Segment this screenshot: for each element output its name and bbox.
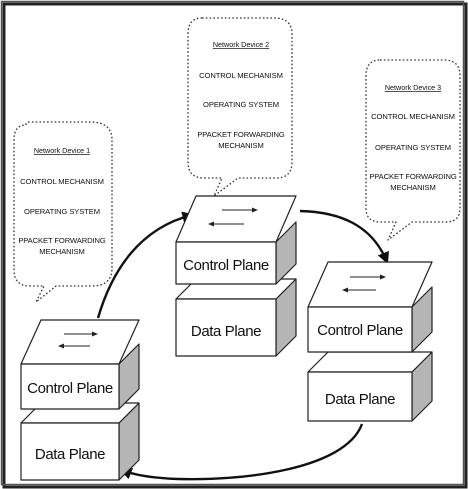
bidirectional-arrow-icon <box>208 207 258 227</box>
device-3-callout <box>365 59 461 241</box>
device-1-callout-title: Network Device 1 <box>34 146 90 155</box>
device-3-line-1: CONTROL MECHANISM <box>371 112 455 121</box>
device-3: Network Device 3 CONTROL MECHANISM OPERA… <box>307 59 461 422</box>
device-1-line-3: PPACKET FORWARDING <box>18 236 106 245</box>
flow-arrow-2-to-3 <box>299 209 389 265</box>
device-2: Network Device 2 CONTROL MECHANISM OPERA… <box>175 17 297 357</box>
device-1-control-plane-front <box>20 363 120 410</box>
device-1-data-plane-front <box>20 422 120 481</box>
bidirectional-arrow-icon <box>342 274 386 293</box>
device-2-callout-title: Network Device 2 <box>213 40 269 49</box>
flow-arrow-1-to-2 <box>96 211 195 319</box>
device-3-line-4: MECHANISM <box>390 183 436 192</box>
device-3-data-plane-front <box>307 371 413 422</box>
device-1-line-1: CONTROL MECHANISM <box>20 177 104 186</box>
device-3-callout-title: Network Device 3 <box>385 83 441 92</box>
device-1-data-plane-label: Data Plane <box>35 446 105 463</box>
device-2-line-4: MECHANISM <box>218 141 264 150</box>
device-2-control-plane-front <box>175 241 277 285</box>
device-2-line-3: PPACKET FORWARDING <box>197 130 285 139</box>
device-3-control-plane-front <box>307 306 413 353</box>
device-3-control-plane-top <box>307 261 433 308</box>
device-3-line-2: OPERATING SYSTEM <box>375 143 451 152</box>
device-3-line-3: PPACKET FORWARDING <box>369 172 457 181</box>
device-1-line-2: OPERATING SYSTEM <box>24 207 100 216</box>
device-2-control-plane-top <box>175 195 297 243</box>
device-2-control-plane-label: Control Plane <box>183 257 269 274</box>
device-2-data-plane-label: Data Plane <box>191 323 261 340</box>
device-3-control-plane-label: Control Plane <box>317 322 403 339</box>
flow-arrow-3-to-1 <box>119 423 364 481</box>
device-1-control-plane-label: Control Plane <box>27 380 113 397</box>
device-3-data-plane-label: Data Plane <box>325 391 395 408</box>
device-1: Network Device 1 CONTROL MECHANISM OPERA… <box>13 121 140 481</box>
device-1-control-plane-top <box>20 319 140 365</box>
device-2-callout <box>187 17 293 197</box>
device-2-line-1: CONTROL MECHANISM <box>199 71 283 80</box>
device-2-data-plane-front <box>175 298 277 357</box>
device-1-line-4: MECHANISM <box>39 247 85 256</box>
device-1-callout <box>13 121 113 303</box>
device-2-line-2: OPERATING SYSTEM <box>203 100 279 109</box>
bidirectional-arrow-icon <box>58 331 98 349</box>
device-3-data-plane-top <box>307 351 433 373</box>
